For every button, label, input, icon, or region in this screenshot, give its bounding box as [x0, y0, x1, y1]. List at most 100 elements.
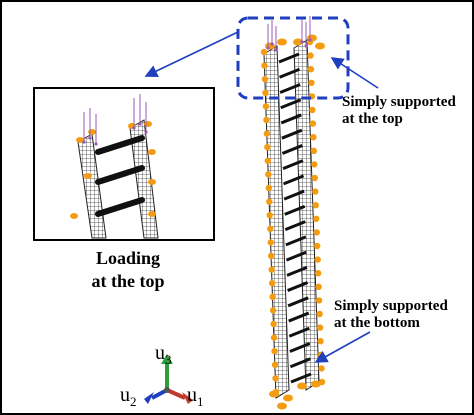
support-marker [263, 116, 270, 124]
inset-support-marker [88, 129, 96, 135]
inset-load-marker [88, 136, 92, 140]
top-support-label-line1: Simply supported [342, 94, 456, 110]
support-marker [277, 402, 287, 410]
loading-label: Loading at the top [58, 247, 198, 294]
bottom-support-label: Simply supported at the bottom [334, 298, 474, 333]
support-marker [262, 103, 270, 110]
batten-bar [278, 52, 300, 64]
inset-support-marker [76, 137, 84, 143]
support-marker [297, 382, 307, 390]
inset-load-marker [94, 142, 98, 146]
support-marker [261, 62, 268, 69]
support-marker [283, 394, 293, 402]
batten-bar [281, 128, 303, 140]
load-marker [270, 42, 274, 46]
axis-label-u1: u1 [187, 384, 204, 409]
inset-support-marker [144, 121, 152, 127]
support-marker [307, 52, 314, 59]
batten-bar [282, 159, 304, 171]
support-marker [316, 324, 324, 331]
axis-label-u3: u3 [155, 342, 172, 367]
support-marker [271, 348, 278, 355]
support-marker [314, 256, 321, 263]
top-support-arrow [330, 57, 379, 89]
inset-box [33, 87, 215, 241]
support-marker [315, 297, 323, 304]
inset-load-marker [144, 130, 148, 134]
batten-bar [280, 98, 302, 110]
support-marker [268, 280, 276, 287]
support-marker [312, 202, 319, 209]
batten-bar [279, 83, 301, 94]
load-marker [266, 46, 270, 50]
column-model [260, 16, 326, 410]
axis-label-u2: u2 [120, 384, 137, 409]
batten-bar [287, 296, 309, 308]
batten-bar [285, 250, 307, 262]
batten-bar [289, 357, 311, 369]
support-marker [316, 310, 323, 318]
support-marker [310, 134, 317, 141]
inset-support-marker [148, 179, 156, 185]
support-marker [311, 161, 318, 168]
support-marker [311, 174, 318, 182]
inset-support-marker [148, 211, 156, 217]
batten-bar [283, 189, 305, 201]
batten-bar [283, 174, 305, 186]
inset-batten-bar [95, 165, 145, 185]
batten-bar [288, 311, 310, 323]
batten-bar [287, 281, 309, 292]
support-marker [265, 184, 272, 192]
inset-zoom-view [70, 94, 159, 239]
support-marker [269, 307, 277, 314]
inset-support-marker [84, 173, 92, 179]
bottom-support-label-line2: at the bottom [334, 315, 420, 332]
coordinate-triad [144, 354, 193, 404]
support-marker [266, 212, 273, 219]
inset-load-marker [132, 126, 136, 130]
support-marker [266, 198, 273, 205]
inset-batten-bar [95, 135, 145, 155]
load-marker [304, 44, 308, 48]
bottom-support-arrow [314, 331, 371, 363]
support-marker [307, 66, 315, 73]
support-marker [270, 320, 277, 328]
support-marker [264, 157, 272, 164]
load-marker [274, 48, 278, 52]
batten-bar [285, 235, 307, 247]
support-marker [277, 38, 287, 46]
support-marker [272, 375, 279, 382]
batten-bar [281, 144, 303, 155]
support-marker [315, 283, 322, 290]
callout-box [236, 16, 350, 100]
support-marker [310, 147, 318, 154]
support-marker [270, 334, 278, 341]
support-marker [262, 89, 269, 97]
support-marker [312, 188, 319, 195]
top-support-label-line2: at the top [342, 111, 403, 128]
batten-bar [284, 220, 306, 232]
inset-batten-bar [95, 197, 145, 217]
support-marker [313, 229, 320, 236]
support-marker [260, 48, 268, 56]
batten-bar [286, 265, 308, 277]
batten-bar [288, 326, 310, 338]
support-marker [269, 390, 279, 398]
support-marker [313, 215, 320, 222]
loading-label-line1: Loading [95, 248, 161, 268]
batten-bar [280, 113, 302, 125]
support-marker [309, 120, 317, 127]
loading-label-line2: at the top [91, 271, 165, 292]
mesh-plate [293, 39, 320, 391]
top-support-label: Simply supported at the top [342, 94, 474, 129]
callout-arrow [144, 31, 239, 77]
support-marker [314, 242, 321, 250]
support-marker [317, 351, 325, 358]
support-marker [314, 270, 322, 277]
support-marker [268, 252, 275, 260]
inset-load-marker [138, 122, 142, 126]
support-marker [311, 380, 321, 388]
support-marker [263, 130, 271, 137]
